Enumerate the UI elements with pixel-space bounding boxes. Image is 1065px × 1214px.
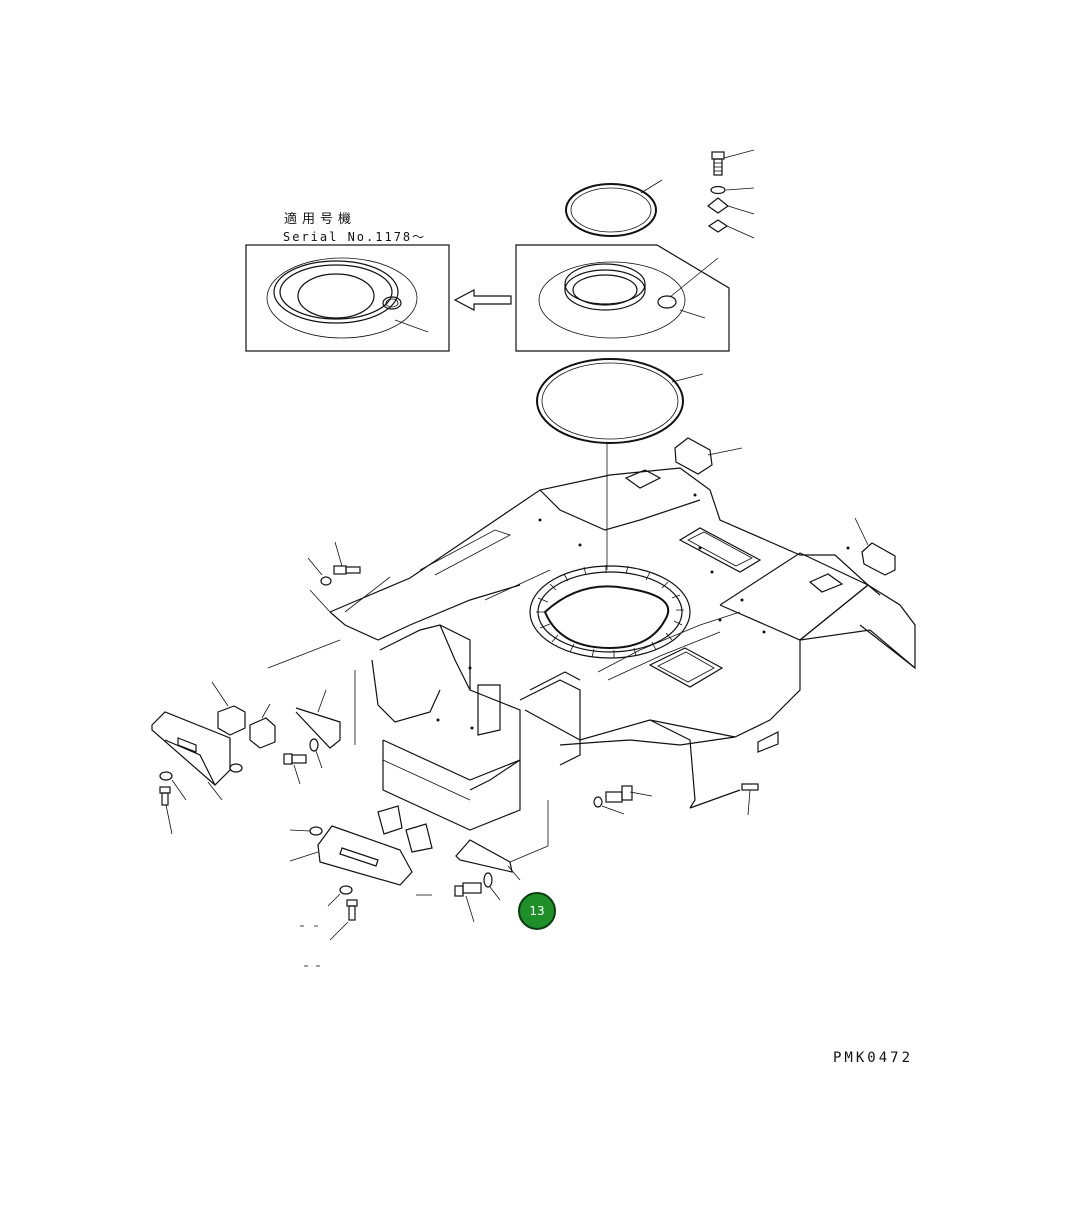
bolt-stack [706, 149, 755, 239]
top-left-bolt [307, 541, 361, 586]
front-center-bracket [289, 800, 549, 941]
upper-seal-ring [565, 179, 663, 237]
part-callout-13[interactable]: 13 [518, 892, 556, 930]
applicable-serial-note-jp: 適用号機 [284, 212, 357, 227]
right-side-hardware [593, 783, 759, 816]
inset-variant-box [245, 244, 450, 352]
inset-standard-box [515, 244, 730, 352]
left-arrow-icon [453, 289, 512, 311]
drawing-code: PMK0472 [833, 1050, 914, 1066]
revolving-frame [329, 437, 916, 831]
front-left-bracket [151, 681, 341, 835]
swing-circle-seal [536, 358, 704, 570]
leader-lines [267, 576, 432, 967]
part-callout-number: 13 [529, 904, 545, 918]
applicable-serial-note: Serial No.1178～ [283, 230, 427, 244]
